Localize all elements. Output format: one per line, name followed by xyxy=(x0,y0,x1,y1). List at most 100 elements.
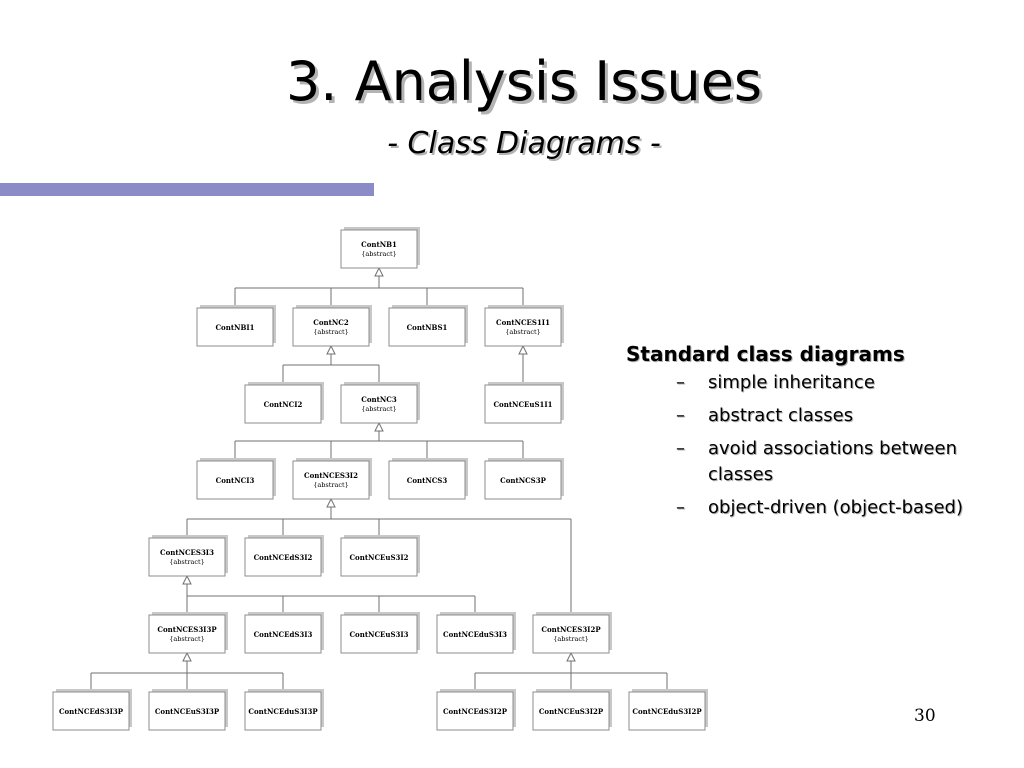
class-box-frame xyxy=(436,614,514,654)
class-name: ContNCES3I3 xyxy=(160,548,214,557)
class-box-cont-nces3-i3: ContNCES3I3{abstract} xyxy=(148,535,228,577)
generalization-arrow-icon xyxy=(566,651,576,662)
class-box-frame xyxy=(484,384,562,424)
notes-panel: Standard class diagrams – simple inherita… xyxy=(626,340,1006,528)
class-name: ContNCEuS3I3P xyxy=(155,707,220,716)
bullet-dash: – xyxy=(676,372,685,393)
class-box-frame xyxy=(244,384,322,424)
class-name: ContNCI3 xyxy=(216,476,255,485)
class-box-frame xyxy=(340,229,418,269)
class-stereotype: {abstract} xyxy=(169,558,205,566)
bullet-item: –abstract classes xyxy=(626,403,988,429)
class-box-frame xyxy=(532,691,610,731)
class-stereotype: {abstract} xyxy=(313,481,349,489)
class-box-cont-nc3: ContNC3{abstract} xyxy=(340,382,420,424)
class-box-cont-nci2: ContNCI2 xyxy=(244,382,324,424)
title-accent-bar xyxy=(0,183,374,196)
class-name: ContNCES3I2P xyxy=(541,625,601,634)
class-box-cont-ncedu-s3-i3: ContNCEduS3I3 xyxy=(436,612,516,654)
class-box-cont-nbs1: ContNBS1 xyxy=(388,305,468,347)
class-box-frame xyxy=(532,614,610,654)
page-number: 30 xyxy=(914,706,936,726)
class-box-cont-nceu-s3-i3: ContNCEuS3I3 xyxy=(340,612,420,654)
slide-title: 3. Analysis Issues xyxy=(285,50,763,113)
class-name: ContNCEuS3I2P xyxy=(539,707,604,716)
class-box-cont-nced-s3-i3-p: ContNCEdS3I3P xyxy=(52,689,132,731)
class-box-cont-nceu-s3-i2: ContNCEuS3I2 xyxy=(340,535,420,577)
class-box-frame xyxy=(244,537,322,577)
class-name: ContNCES3I2 xyxy=(304,471,358,480)
class-stereotype: {abstract} xyxy=(313,328,349,336)
class-name: ContNCEdS3I2 xyxy=(254,553,313,562)
class-name: ContNCEdS3I2P xyxy=(443,707,508,716)
generalization-arrow-icon xyxy=(518,344,528,355)
class-box-cont-nces3-i3-p: ContNCES3I3P{abstract} xyxy=(148,612,228,654)
class-box-frame xyxy=(52,691,130,731)
class-box-frame xyxy=(244,614,322,654)
class-box-frame xyxy=(388,460,466,500)
class-box-frame xyxy=(388,307,466,347)
class-name: ContNCES1I1 xyxy=(496,318,550,327)
notes-heading: Standard class diagrams xyxy=(626,342,905,366)
slide-subtitle: - Class Diagrams - xyxy=(387,126,661,161)
generalization-arrow-icon xyxy=(326,344,336,355)
class-name: ContNCEduS3I3 xyxy=(443,630,507,639)
generalization-arrow-icon xyxy=(326,497,336,508)
generalization-arrow-icon xyxy=(374,266,384,277)
notes-list: –simple inheritance –abstract classes –a… xyxy=(626,370,1006,521)
class-box-frame xyxy=(244,691,322,731)
class-box-cont-ncs3-p: ContNCS3P xyxy=(484,458,564,500)
class-box-cont-nced-s3-i3: ContNCEdS3I3 xyxy=(244,612,324,654)
class-name: ContNCEdS3I3 xyxy=(254,630,313,639)
class-box-frame xyxy=(148,614,226,654)
class-box-frame xyxy=(292,307,370,347)
bullet-item: –avoid associations between classes xyxy=(626,436,988,488)
class-name: ContNC2 xyxy=(313,318,349,327)
class-name: ContNBI1 xyxy=(215,323,254,332)
bullet-text: abstract classes xyxy=(708,405,854,426)
class-box-frame xyxy=(340,614,418,654)
class-name: ContNCEuS3I2 xyxy=(349,553,408,562)
class-box-cont-nces1-i1: ContNCES1I1{abstract} xyxy=(484,305,564,347)
class-box-frame xyxy=(292,460,370,500)
class-box-frame xyxy=(148,537,226,577)
class-name: ContNC3 xyxy=(361,395,397,404)
class-name: ContNCS3P xyxy=(500,476,546,485)
class-name: ContNCI2 xyxy=(264,400,303,409)
class-box-frame xyxy=(340,384,418,424)
class-stereotype: {abstract} xyxy=(169,635,205,643)
class-name: ContNCES3I3P xyxy=(157,625,217,634)
class-name: ContNCEuS3I3 xyxy=(349,630,408,639)
class-name: ContNCEduS3I2P xyxy=(632,707,702,716)
class-box-frame xyxy=(484,460,562,500)
class-name: ContNCEduS3I3P xyxy=(248,707,318,716)
class-box-cont-nbi1: ContNBI1 xyxy=(196,305,276,347)
generalization-arrow-icon xyxy=(182,651,192,662)
generalization-arrow-icon xyxy=(182,574,192,585)
class-name: ContNB1 xyxy=(361,240,397,249)
bullet-dash: – xyxy=(676,438,685,459)
class-box-cont-nceu-s3-i3-p: ContNCEuS3I3P xyxy=(148,689,228,731)
class-box-frame xyxy=(196,307,274,347)
class-box-cont-nb1: ContNB1{abstract} xyxy=(340,227,420,269)
class-box-frame xyxy=(196,460,274,500)
class-box-frame xyxy=(628,691,706,731)
class-name: ContNCS3 xyxy=(407,476,448,485)
class-box-cont-nceu-s3-i2-p: ContNCEuS3I2P xyxy=(532,689,612,731)
class-box-frame xyxy=(148,691,226,731)
class-box-cont-ncs3: ContNCS3 xyxy=(388,458,468,500)
class-box-frame xyxy=(436,691,514,731)
class-box-cont-nces3-i2-p: ContNCES3I2P{abstract} xyxy=(532,612,612,654)
generalization-arrow-icon xyxy=(374,421,384,432)
bullet-text: simple inheritance xyxy=(708,372,875,393)
bullet-item: –object-driven (object-based) xyxy=(626,495,988,521)
bullet-text: object-driven (object-based) xyxy=(708,497,963,518)
class-stereotype: {abstract} xyxy=(553,635,589,643)
class-name: ContNBS1 xyxy=(407,323,448,332)
class-box-cont-ncedu-s3-i3-p: ContNCEduS3I3P xyxy=(244,689,324,731)
class-name: ContNCEuS1I1 xyxy=(493,400,552,409)
class-box-cont-nceu-s1-i1: ContNCEuS1I1 xyxy=(484,382,564,424)
class-box-cont-nci3: ContNCI3 xyxy=(196,458,276,500)
class-box-cont-nces3-i2: ContNCES3I2{abstract} xyxy=(292,458,372,500)
